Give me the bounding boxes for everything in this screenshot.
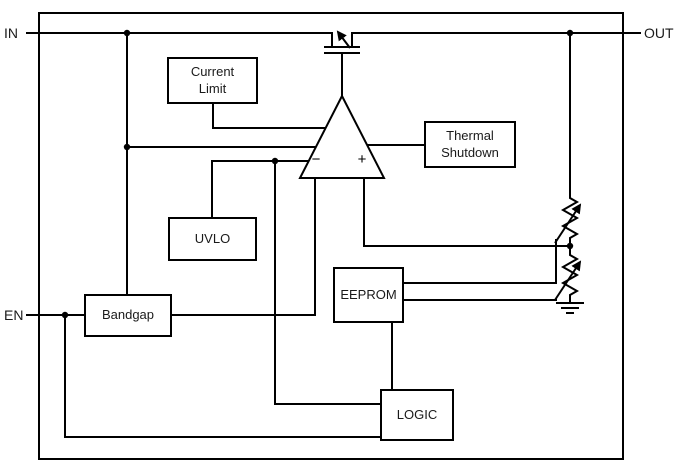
- block-label-bandgap: Bandgap: [101, 307, 155, 323]
- junction-dot: [123, 29, 131, 37]
- junction-dot: [566, 242, 574, 250]
- junction-dot: [123, 143, 131, 151]
- pmos-pass-transistor-icon: [324, 30, 360, 96]
- block-current-limit: Current Limit: [167, 57, 258, 104]
- block-uvlo: UVLO: [168, 217, 257, 261]
- variable-resistor-top-icon: [560, 195, 580, 240]
- pin-label-in: IN: [4, 25, 18, 41]
- block-label-thermal-shutdown: Thermal Shutdown: [441, 128, 499, 160]
- block-thermal-shutdown: Thermal Shutdown: [424, 121, 516, 168]
- pin-label-en: EN: [4, 307, 24, 323]
- wires: [26, 32, 641, 438]
- resistor-top-arrow: [554, 203, 582, 244]
- block-label-current-limit: Current Limit: [190, 64, 235, 96]
- block-label-logic: LOGIC: [396, 406, 438, 422]
- wire-eeprom-trim-upper: [402, 239, 557, 284]
- block-label-eeprom: EEPROM: [340, 286, 397, 302]
- chip-boundary: [38, 12, 624, 460]
- feedback-divider: [554, 195, 582, 301]
- wire-bandgap-to-inverting-input: [171, 176, 316, 316]
- amp-noninverting-input-label: +: [357, 151, 367, 168]
- wire-en-to-logic: [64, 314, 382, 438]
- pin-label-out: OUT: [644, 25, 674, 41]
- error-amplifier-triangle-icon: [298, 93, 386, 179]
- block-label-uvlo: UVLO: [194, 230, 231, 246]
- wire-feedback-to-noninverting-input: [363, 176, 571, 247]
- wire-uvlo-to-amp: [211, 160, 311, 218]
- resistor-bottom-arrow: [554, 260, 582, 301]
- wire-branch-to-logic: [274, 160, 382, 405]
- junction-dot: [61, 311, 69, 319]
- amp-inverting-input-label: −: [311, 151, 321, 168]
- block-eeprom: EEPROM: [333, 267, 404, 323]
- block-logic: LOGIC: [380, 389, 454, 441]
- ground-icon: [556, 302, 584, 314]
- junction-dot: [271, 157, 279, 165]
- transistor-arrow: [336, 30, 351, 49]
- junction-dot: [566, 29, 574, 37]
- variable-resistor-bottom-icon: [560, 252, 580, 297]
- junction-dots: [61, 29, 574, 319]
- wire-current-limit-to-amp: [212, 104, 328, 129]
- block-bandgap: Bandgap: [84, 294, 172, 337]
